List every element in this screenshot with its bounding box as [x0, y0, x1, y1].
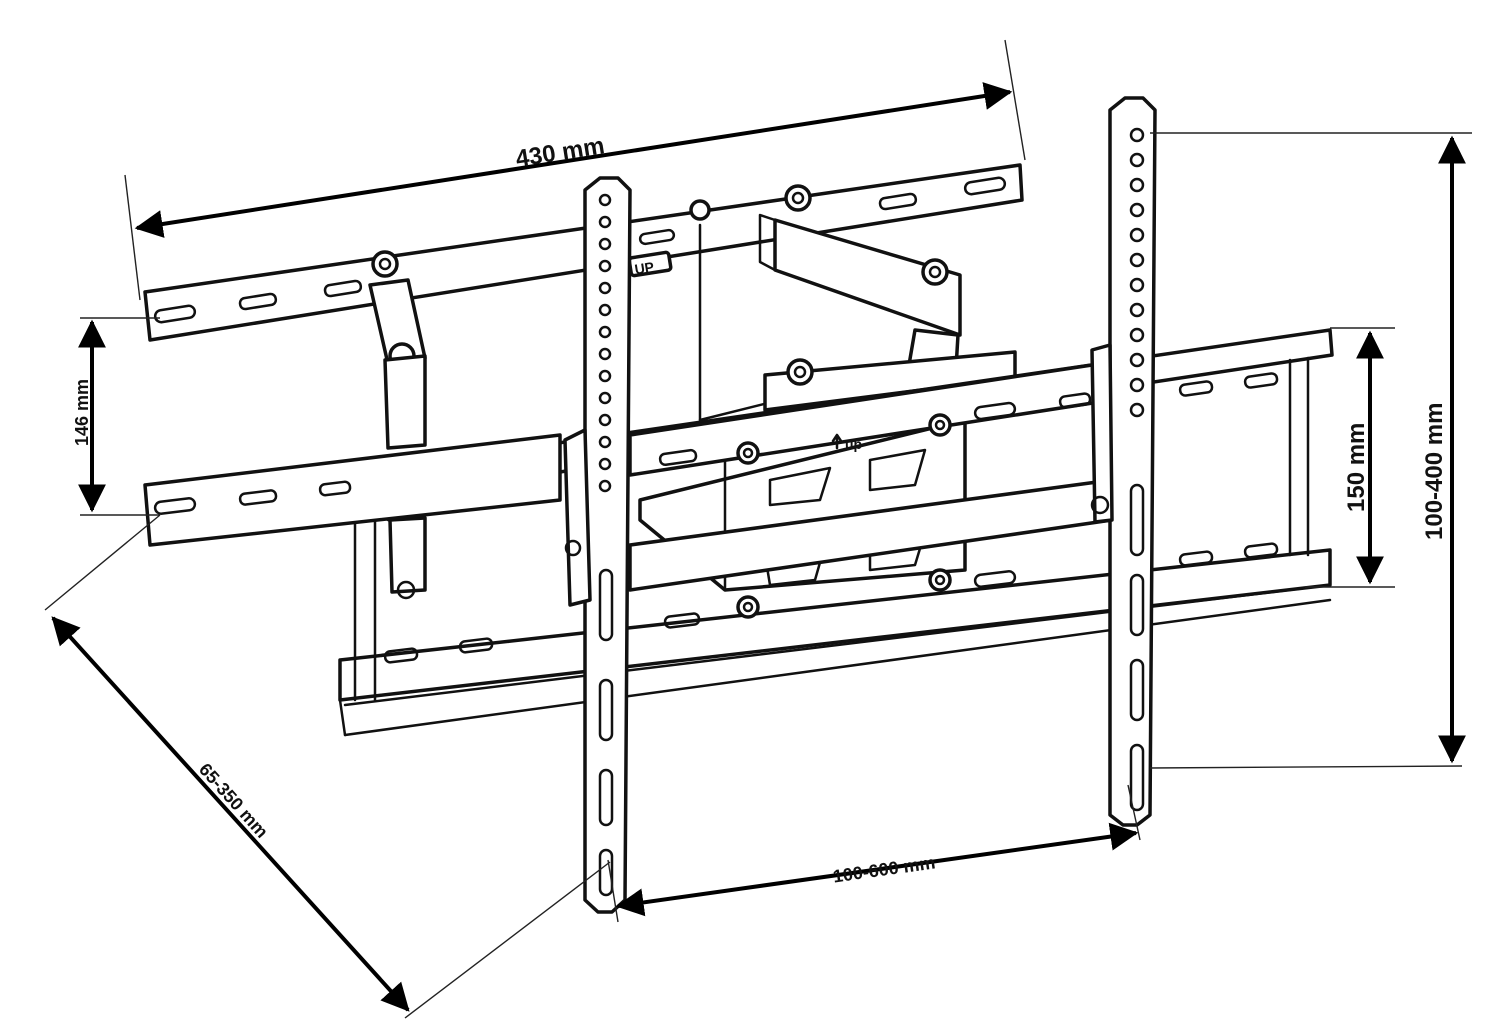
rail-up-marking: up: [845, 436, 862, 452]
dim-label-430: 430 mm: [514, 132, 607, 173]
left-vertical-bracket: [563, 176, 632, 914]
dimension-65-350: 65-350 mm: [44, 514, 611, 1019]
dim-label-100-400: 100-400 mm: [1421, 403, 1448, 540]
dimension-100-400: 100-400 mm: [1149, 132, 1472, 769]
bottom-arm-plate: [143, 433, 562, 547]
dim-label-100-600: 100-600 mm: [832, 852, 937, 886]
dimension-150: 150 mm: [1305, 327, 1395, 588]
dimension-100-600: 100-600 mm: [607, 784, 1141, 923]
dimension-146: 146 mm: [72, 317, 160, 516]
dim-label-65-350: 65-350 mm: [195, 759, 272, 842]
dim-label-150: 150 mm: [1343, 423, 1370, 512]
up-marking: UP: [633, 259, 655, 278]
dim-label-146: 146 mm: [72, 379, 92, 446]
right-vertical-bracket: [1090, 96, 1157, 827]
dimension-430: 430 mm: [124, 39, 1026, 301]
